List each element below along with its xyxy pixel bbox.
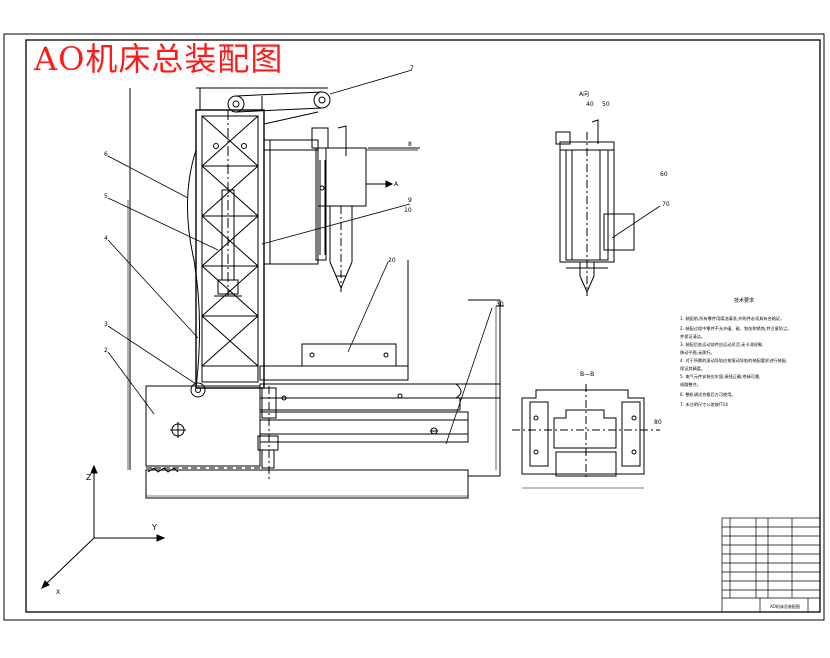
callout-50: 50 <box>602 101 610 108</box>
callout-20: 20 <box>388 257 396 264</box>
axis-z-label: Z <box>86 473 92 482</box>
note-line: 5. 电气元件安装应牢固,接线正确,绝缘可靠, <box>680 373 761 380</box>
callout-3: 3 <box>104 321 108 328</box>
note-line: 线路整齐。 <box>680 381 701 388</box>
inner-frame <box>25 39 821 613</box>
view-a-label: A向 <box>579 90 589 98</box>
leader-lines <box>107 69 661 445</box>
callout-2: 2 <box>104 347 108 354</box>
callout-5: 5 <box>104 193 108 200</box>
note-line: 2. 装配过程中零件不允许磕、碰、划伤和锈蚀,并注意防尘。 <box>680 325 791 332</box>
axis-y-label: Y <box>151 523 157 532</box>
note-line: 4. 对于所需的滚动导轨应按滚动导轨的装配要求进行装配, <box>680 357 787 364</box>
note-line: 1. 装配前,所有零件用煤油清洗,外购件必须具有合格证。 <box>680 315 784 322</box>
note-line: 保证其精度。 <box>680 365 705 372</box>
front-view <box>127 87 504 499</box>
note-line: 6. 整机调试合格后方可使用。 <box>680 391 736 398</box>
view-a <box>555 119 635 296</box>
arrow-a-label: A <box>394 181 399 188</box>
callout-8: 8 <box>408 141 412 148</box>
technical-notes: 技术要求 1. 装配前,所有零件用煤油清洗,外购件必须具有合格证。 2. 装配过… <box>680 297 791 408</box>
callout-30: 30 <box>496 301 504 308</box>
note-line: 并保证清洁。 <box>680 333 705 340</box>
note-line: 3. 装配后各运动部件应运动灵活,无卡滞现象, <box>680 341 763 348</box>
section-bb-label: B—B <box>580 371 594 378</box>
callout-10: 10 <box>404 207 412 214</box>
callout-7: 7 <box>410 65 414 72</box>
axis-triad <box>41 464 166 589</box>
notes-heading: 技术要求 <box>734 297 754 304</box>
drawing-title: AO机床总装配图 <box>34 40 284 78</box>
title-block-name: AO机床总装配图 <box>770 603 800 609</box>
axis-x-label: X <box>56 589 60 596</box>
note-line: 移动平稳,无爬行。 <box>680 349 715 356</box>
callout-70: 70 <box>662 201 670 208</box>
title-block <box>721 517 821 613</box>
section-bb <box>512 384 660 489</box>
callout-80: 80 <box>654 419 662 426</box>
callout-60: 60 <box>660 171 668 178</box>
outer-frame <box>3 33 825 621</box>
callout-9: 9 <box>408 197 412 204</box>
callout-40: 40 <box>586 101 594 108</box>
callout-4: 4 <box>104 235 108 242</box>
callout-6: 6 <box>104 151 108 158</box>
note-line: 7. 未注明尺寸公差按IT14 <box>680 401 728 408</box>
